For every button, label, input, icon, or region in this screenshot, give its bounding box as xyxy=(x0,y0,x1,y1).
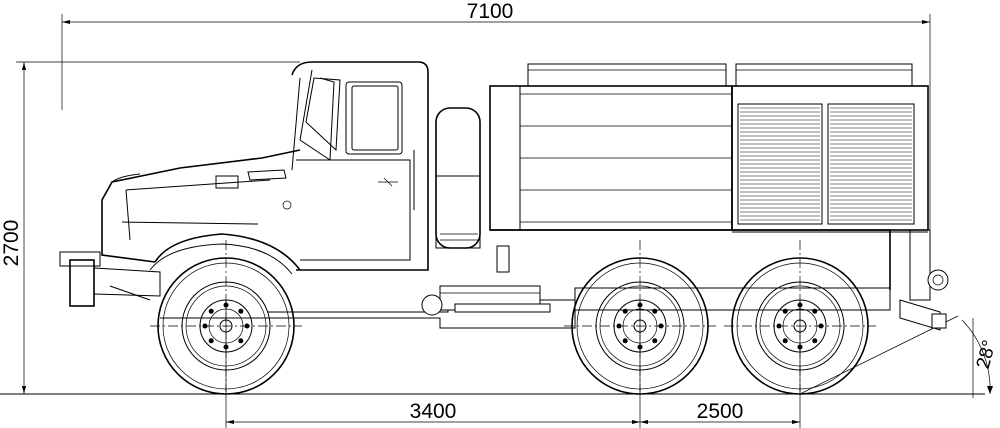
axle-centerlines xyxy=(150,240,876,392)
wheel-nut xyxy=(637,344,643,350)
overall-length-dimension: 7100 xyxy=(61,0,931,270)
overall-height-label: 2700 xyxy=(0,220,23,267)
wheel-nut xyxy=(622,338,628,344)
wheel-nut xyxy=(637,302,643,308)
cab-back-cylinder xyxy=(435,107,481,249)
equipment-compartment xyxy=(731,85,949,301)
departure-angle-dimension: 28° xyxy=(799,315,1000,398)
wheel-nut xyxy=(622,308,628,314)
overall-length-label: 7100 xyxy=(467,0,514,23)
hood xyxy=(59,149,301,307)
cab xyxy=(282,61,429,271)
wheel-nut xyxy=(238,308,244,314)
rear-wheelbase-label: 2500 xyxy=(697,400,744,423)
wheel-nut xyxy=(223,344,229,350)
wheel-nut xyxy=(223,302,229,308)
wheel-nut xyxy=(782,338,788,344)
overall-height-dimension: 2700 xyxy=(0,61,300,394)
front-wheelbase-label: 3400 xyxy=(410,400,457,423)
wheel-nut xyxy=(208,338,214,344)
wheel-nut xyxy=(652,338,658,344)
wheel-nut xyxy=(797,344,803,350)
wheel-nut xyxy=(812,338,818,344)
departure-angle-label: 28° xyxy=(973,338,1000,371)
wheel-nut xyxy=(812,308,818,314)
wheel-nut xyxy=(208,308,214,314)
wheel-nut xyxy=(652,308,658,314)
tank-body xyxy=(489,63,913,231)
wheel-nut xyxy=(797,302,803,308)
wheel-nut xyxy=(238,338,244,344)
roller-shutter-lines xyxy=(740,107,912,221)
wheelbase-dimension: 3400 2500 xyxy=(225,300,801,428)
rear-subframe xyxy=(490,229,947,331)
wheel-nut xyxy=(782,308,788,314)
